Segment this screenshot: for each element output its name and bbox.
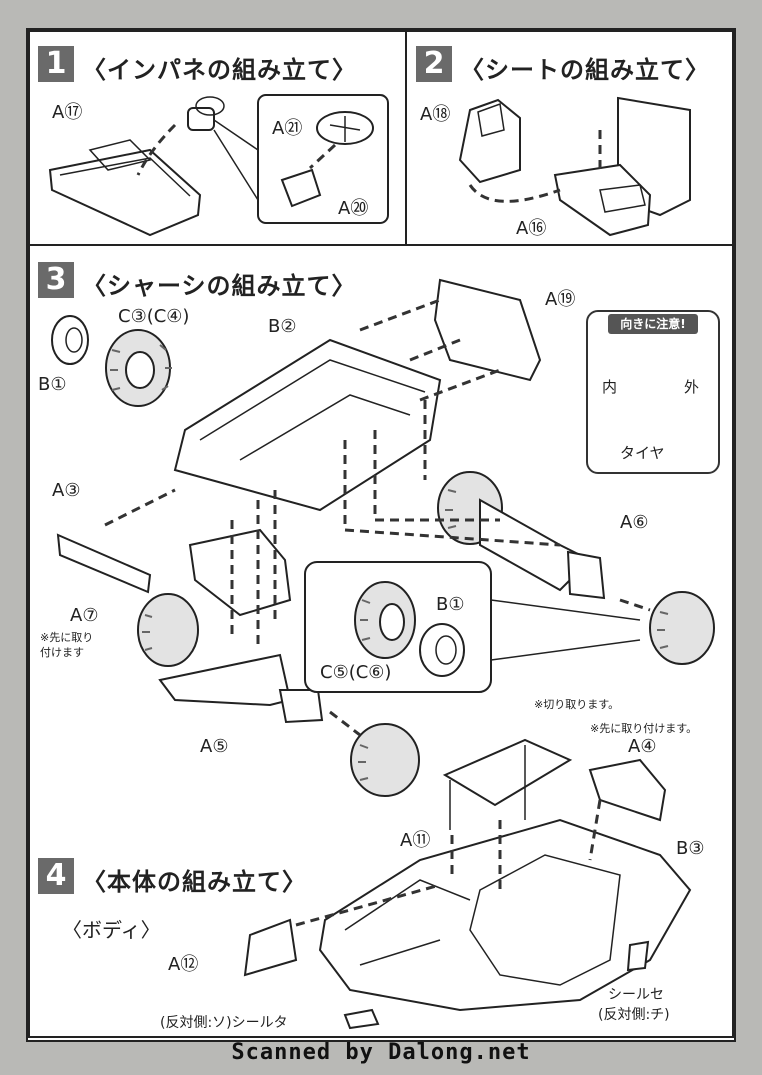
step2-title: 〈シートの組み立て〉: [460, 56, 710, 84]
hub-b1-detail: [419, 623, 465, 677]
tire-note-tire: タイヤ: [620, 444, 665, 462]
body-subtitle: 〈ボディ〉: [62, 918, 161, 942]
step1-number: 1: [38, 46, 74, 82]
front-axle-a5: [158, 653, 292, 707]
chassis-body: [173, 338, 442, 512]
label-c3-c4: C③(C④): [118, 306, 190, 327]
label-a5: A⑤: [200, 736, 229, 757]
part-a12: [243, 918, 298, 977]
label-b1-top: B①: [38, 374, 67, 395]
step4-number: 4: [38, 858, 74, 894]
note-attach-first-body: ※先に取り付けます。: [590, 722, 698, 735]
scan-credit: Scanned by Dalong.net: [231, 1040, 531, 1065]
rear-right-tire: [649, 591, 715, 665]
sticker-right-label: シールセ: [608, 987, 664, 1003]
part-a4: [588, 758, 667, 822]
dashboard-part: [48, 148, 202, 237]
sticker-se-shape: [626, 940, 650, 972]
label-a18: A⑱: [420, 104, 451, 125]
step1-title: 〈インパネの組み立て〉: [82, 56, 357, 84]
body-shell-b3: [318, 818, 692, 1012]
label-a21: A㉑: [272, 118, 303, 139]
label-b3: B③: [676, 838, 705, 859]
roll-cage-a11: [442, 738, 573, 807]
tire-direction-note: 向きに注意! 内 外 タイヤ: [586, 310, 720, 474]
label-a7: A⑦: [70, 605, 99, 626]
sticker-ta-shape: [343, 1008, 380, 1030]
sticker-left-label: (反対側:ソ)シールタ: [160, 1015, 288, 1031]
seat-part: [458, 98, 521, 184]
tire-note-header: 向きに注意!: [608, 314, 698, 334]
sticker-right-opposite: (反対側:チ): [598, 1007, 670, 1023]
gearbox-a7: [188, 528, 292, 617]
wheel-hub-b1: [51, 315, 89, 365]
label-a4: A④: [628, 736, 657, 757]
steering-column-small: [187, 107, 215, 131]
step2-number: 2: [416, 46, 452, 82]
label-b2: B②: [268, 316, 297, 337]
front-bumper-a3: [56, 533, 152, 594]
roll-bar-part: [433, 278, 542, 382]
rear-axle-cap: [566, 550, 606, 600]
step3-title: 〈シャーシの組み立て〉: [82, 272, 357, 300]
label-a12: A⑫: [168, 954, 199, 975]
label-a3: A③: [52, 480, 81, 501]
label-a16: A⑯: [516, 218, 547, 239]
label-c5-c6: C⑤(C⑥): [320, 662, 392, 683]
label-a19: A⑲: [545, 289, 576, 310]
label-a11: A⑪: [400, 830, 431, 851]
note-attach-first: ※先に取り 付けます: [40, 631, 94, 659]
steering-column: [280, 168, 322, 208]
label-a6: A⑥: [620, 512, 649, 533]
tire-note-inner: 内: [602, 378, 618, 396]
label-a20: A⑳: [338, 198, 369, 219]
axle-cap: [278, 689, 324, 724]
front-left-tire: [137, 593, 199, 667]
step4-title: 〈本体の組み立て〉: [82, 868, 307, 896]
tire-note-outer: 外: [684, 378, 700, 396]
front-right-tire: [350, 723, 420, 797]
label-a17: A⑰: [52, 102, 83, 123]
step3-number: 3: [38, 262, 74, 298]
label-b1-detail: B①: [436, 594, 465, 615]
note-cut: ※切り取ります。: [534, 698, 620, 711]
